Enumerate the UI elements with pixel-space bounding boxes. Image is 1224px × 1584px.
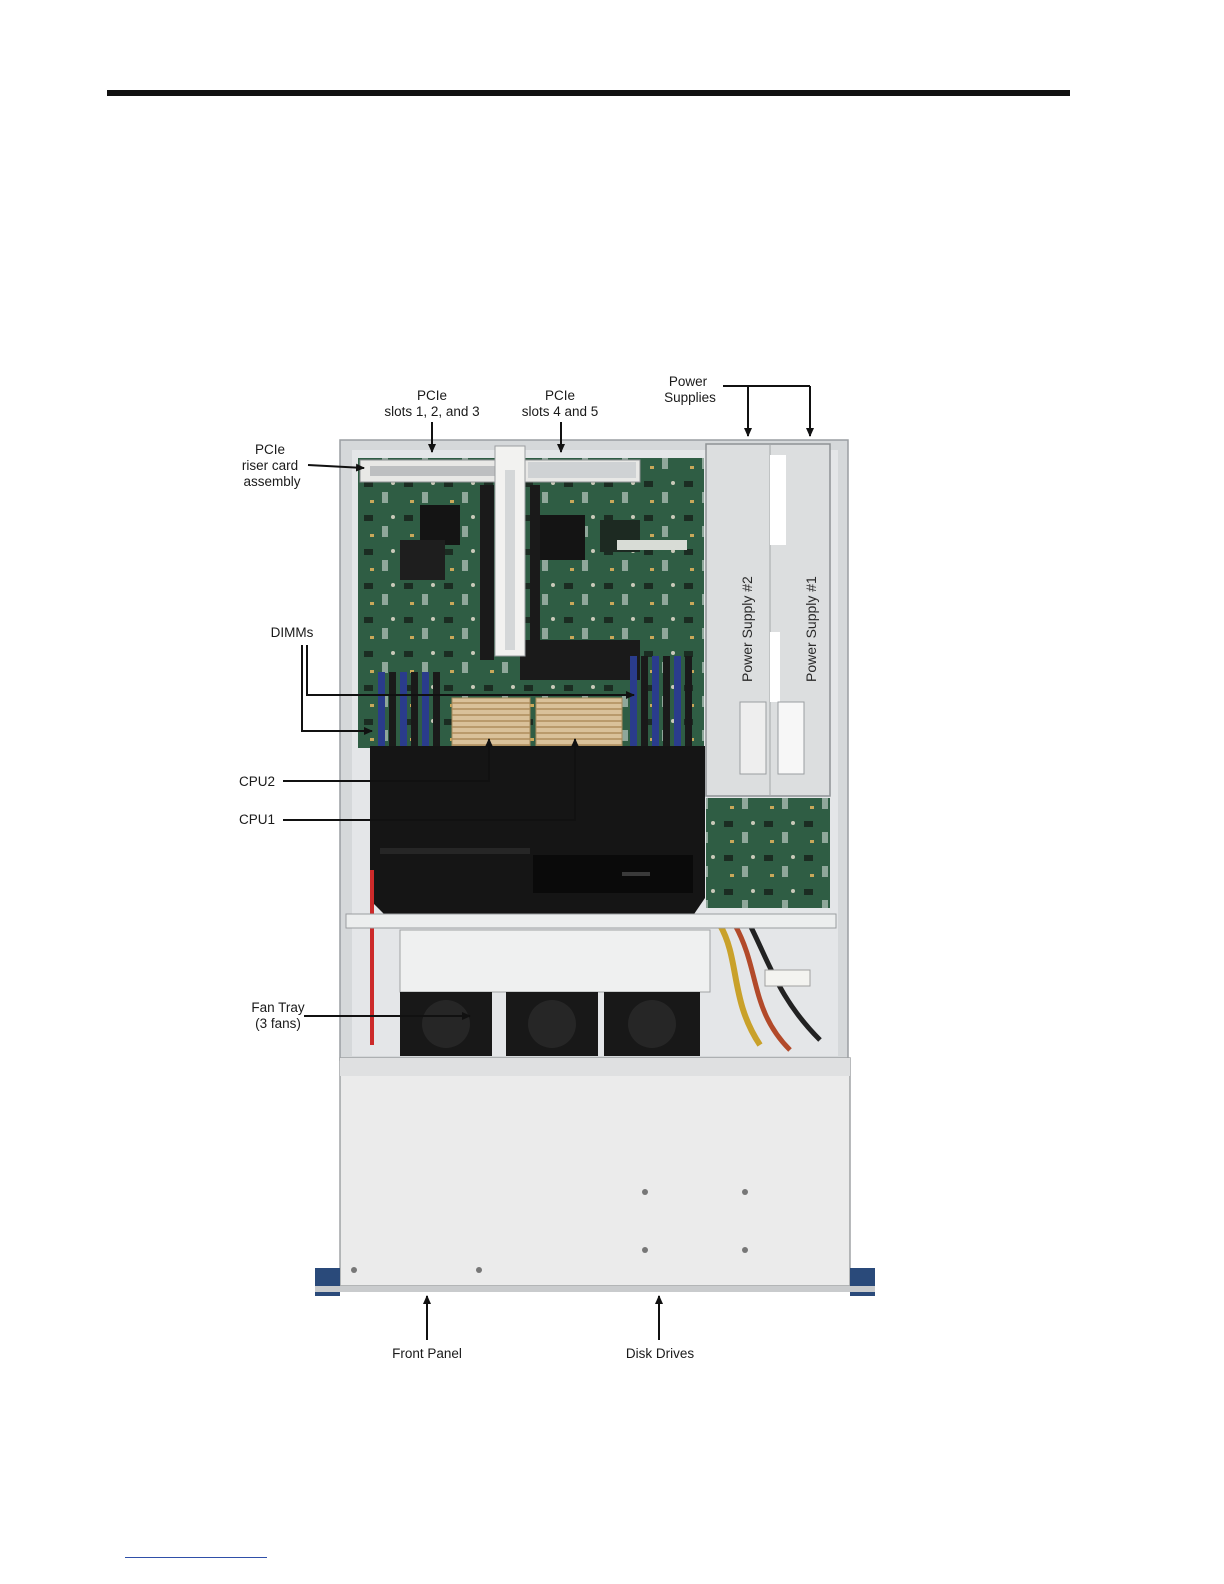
- riser-label-line3: assembly: [243, 474, 300, 489]
- pcie-slots-1-3-label-line1: PCIe: [417, 388, 447, 403]
- power-supplies-label-line1: Power: [669, 374, 708, 389]
- power-supplies-label-line2: Supplies: [664, 390, 716, 405]
- air-duct: [370, 746, 705, 920]
- pcie-slots-1-3-label-line2: slots 1, 2, and 3: [384, 404, 479, 419]
- cpu1-label: CPU1: [239, 812, 275, 827]
- fan-tray-label-line2: (3 fans): [255, 1016, 301, 1031]
- psu1-label: Power Supply #1: [803, 576, 819, 682]
- psu2-label: Power Supply #2: [739, 576, 755, 682]
- cpu-heatsinks: [452, 698, 622, 746]
- riser-label-line1: PCIe: [255, 442, 285, 457]
- dimms-label: DIMMs: [271, 625, 314, 640]
- front-cover: [315, 1058, 875, 1296]
- callout-front-panel: Front Panel: [392, 1296, 462, 1361]
- footer-link-underline: [125, 1557, 267, 1558]
- pcie-slots-4-5-label-line1: PCIe: [545, 388, 575, 403]
- cpu2-label: CPU2: [239, 774, 275, 789]
- callout-disk-drives: Disk Drives: [626, 1296, 695, 1361]
- disk-drives-label: Disk Drives: [626, 1346, 695, 1361]
- front-panel-label: Front Panel: [392, 1346, 462, 1361]
- pcie-slots-4-5-label-line2: slots 4 and 5: [522, 404, 599, 419]
- riser-label-line2: riser card: [242, 458, 298, 473]
- callout-power-supplies: Power Supplies: [664, 374, 810, 436]
- fan-tray-label-line1: Fan Tray: [251, 1000, 305, 1015]
